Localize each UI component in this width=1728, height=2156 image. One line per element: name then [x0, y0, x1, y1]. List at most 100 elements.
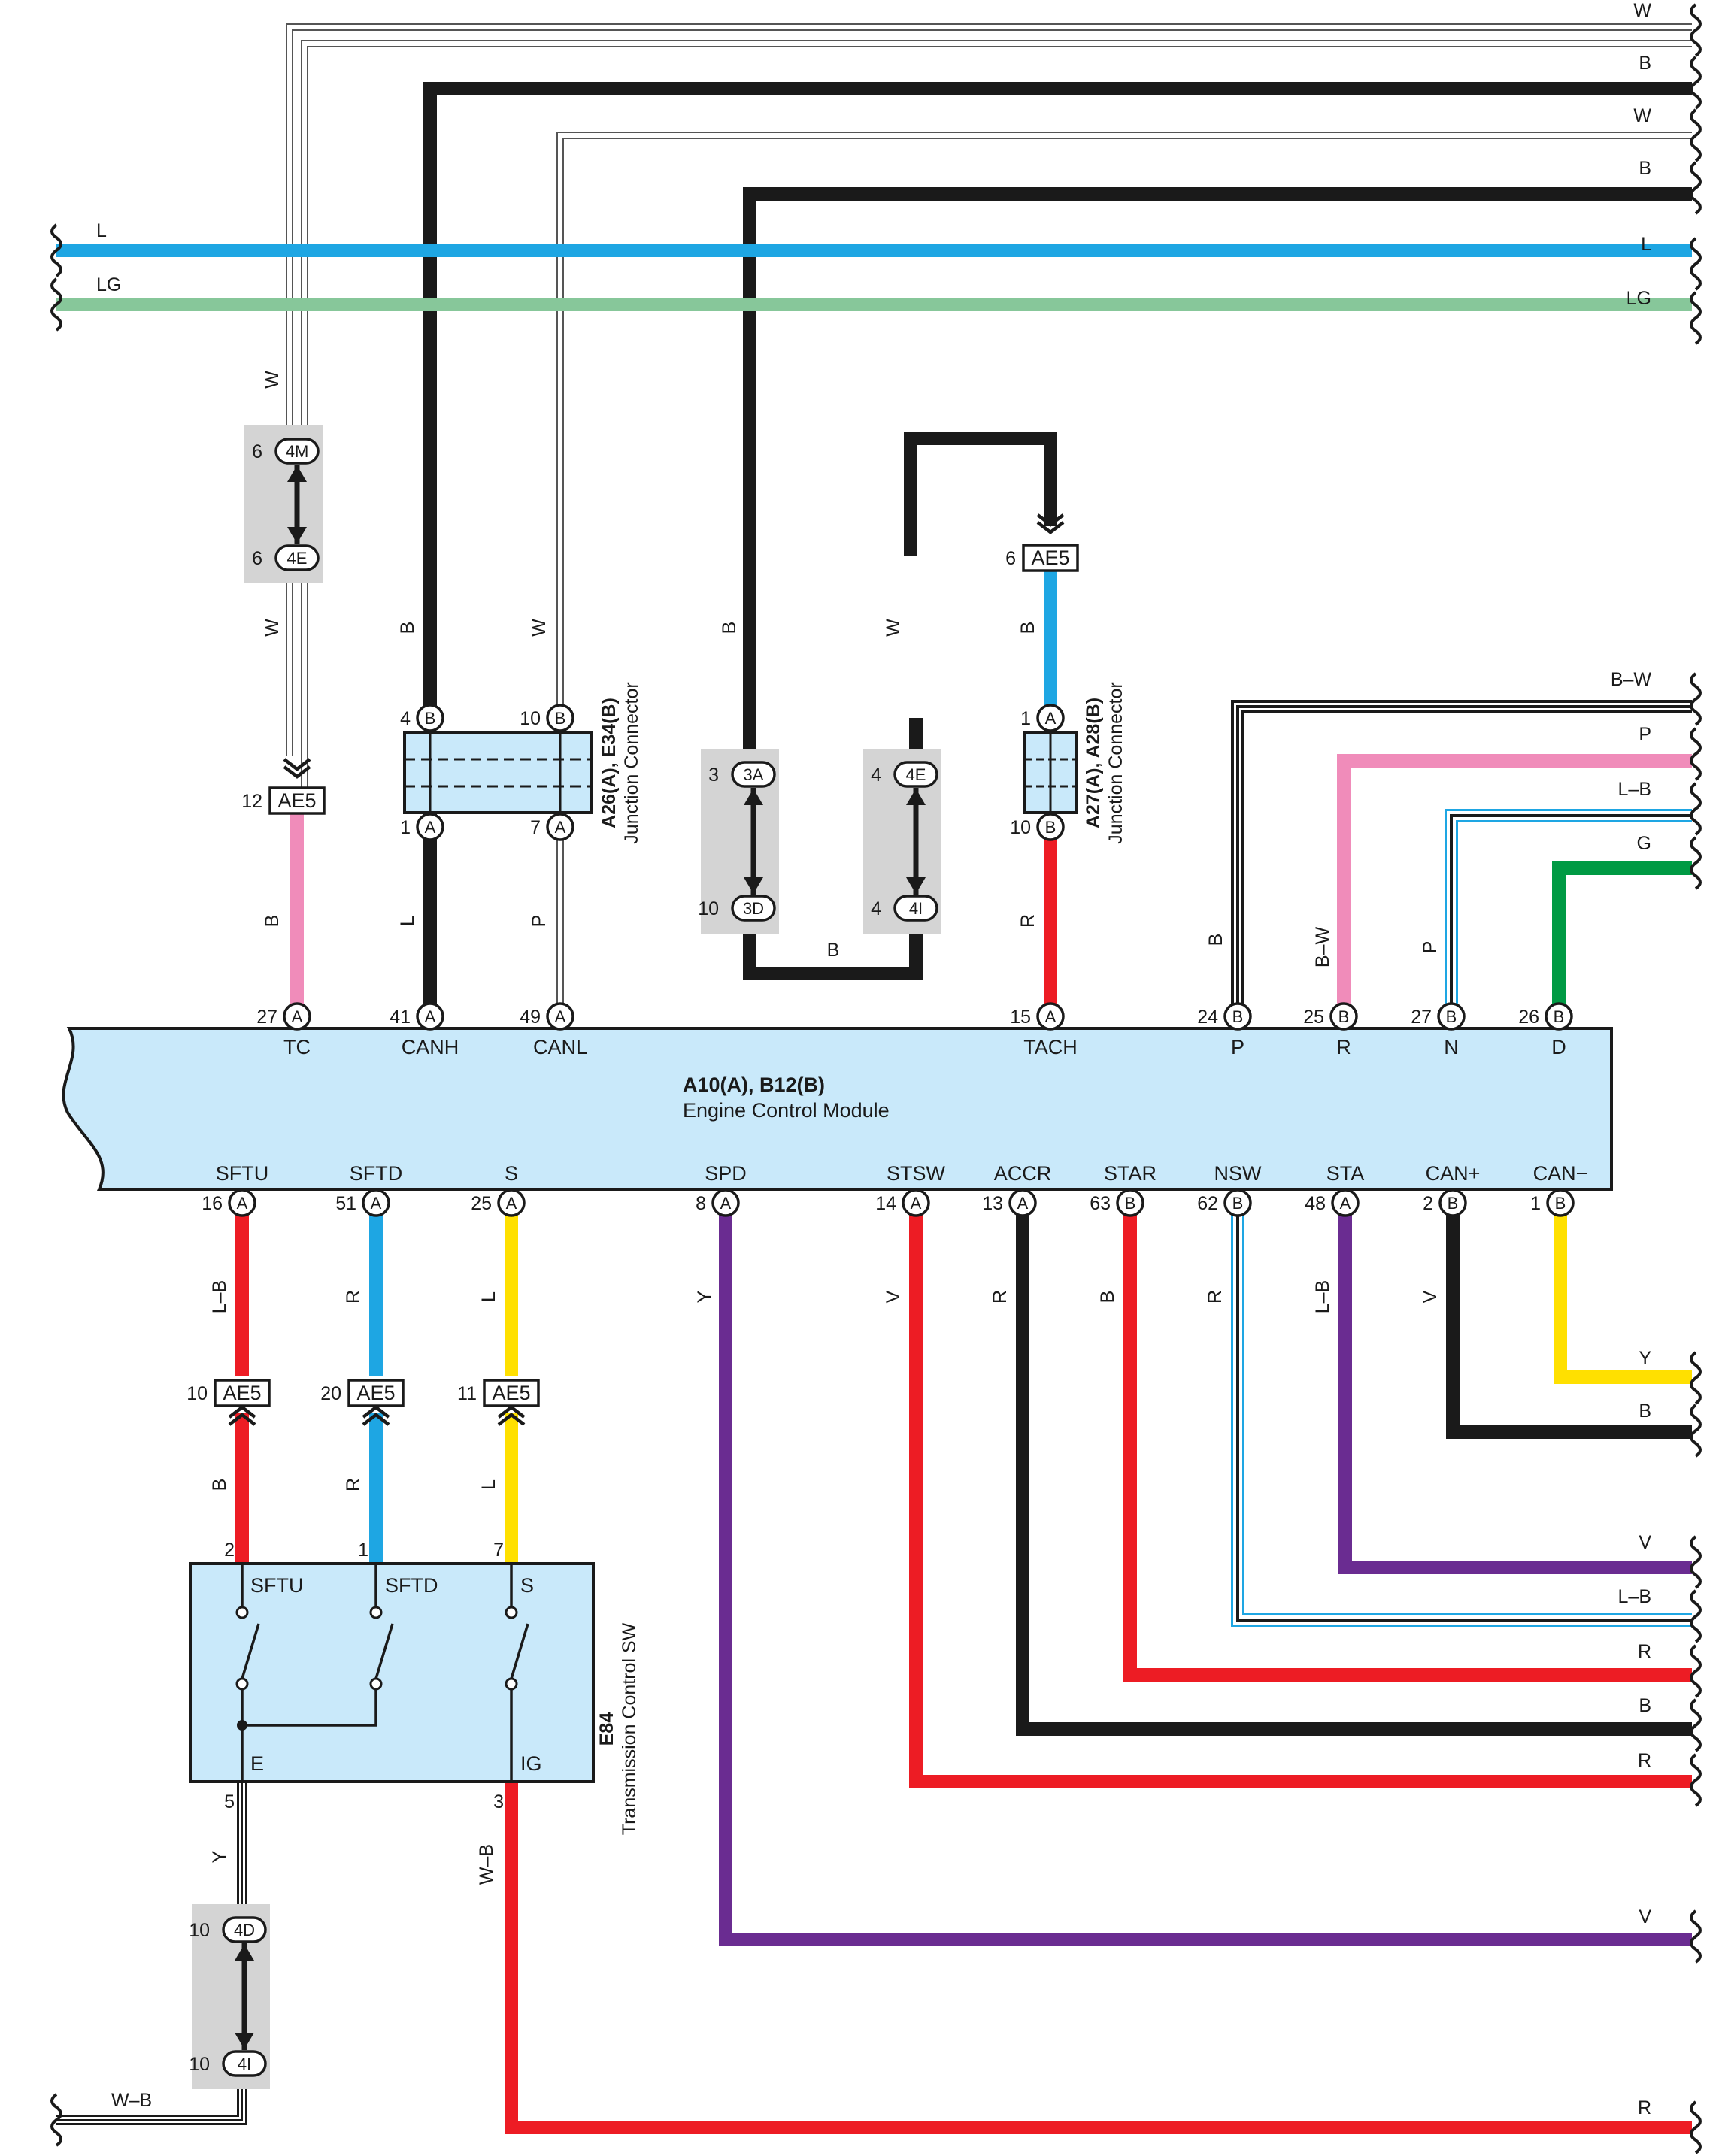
splice-4m-4e-top-terminal-label: 4M [286, 442, 309, 461]
ecm-bottom-pin-num-3: 8 [696, 1193, 706, 1214]
wire-stripe [1233, 1203, 1692, 1625]
ecm-bottom-pin-9-letter: B [1448, 1194, 1459, 1213]
wire-vlabel-13: P [1420, 941, 1441, 954]
ecm-top-pin-num-7: 26 [1518, 1007, 1539, 1028]
ecm-top-pin-name-2: CANL [533, 1036, 587, 1058]
left-break-2 [50, 2093, 62, 2147]
right-break-4 [1690, 237, 1702, 291]
right-wire-label-13: L–B [1618, 1586, 1651, 1607]
ecm-bottom-pin-2 [497, 1189, 526, 1217]
splice-4m-4e-arrow-top [287, 465, 307, 482]
sw-contact-bottom-0 [235, 1677, 249, 1691]
ecm-bottom-pin-8 [1331, 1189, 1360, 1217]
wire-vlabel-12: B–W [1312, 927, 1333, 968]
splice-4e-4i-bottom-pin: 4 [871, 898, 881, 919]
chevron-stroke [283, 765, 311, 779]
ecm-bottom-pin-name-5: ACCR [994, 1162, 1052, 1185]
wire-vlabel-6: B [1017, 622, 1038, 634]
jc2-pin-b10-letter: B [1045, 818, 1057, 837]
ecm-bottom-pin-num-9: 2 [1423, 1193, 1433, 1214]
ecm-bottom-pin-6-letter: B [1125, 1194, 1136, 1213]
left-wire-label-2: W–B [111, 2090, 152, 2111]
left-wire-label-0: L [96, 220, 107, 241]
right-break-13 [1690, 1589, 1702, 1643]
ecm-top-pin-num-5: 25 [1303, 1007, 1324, 1028]
wire-core [1236, 705, 1692, 1016]
ecm-bottom-pin-3 [711, 1189, 740, 1217]
wire-vlabel-5: W [883, 619, 904, 637]
wire-line [1552, 861, 1692, 1016]
splice-4e-4i-top-terminal-label: 4E [906, 765, 926, 784]
right-wire-label-15: B [1639, 1695, 1651, 1716]
jc1-pin-a1 [416, 813, 444, 841]
wire-v-spd [719, 1203, 1692, 1946]
right-wire-label-0: W [1633, 0, 1651, 21]
sw-term-sftu: SFTU [250, 1574, 304, 1597]
sw-contact-top-2 [505, 1606, 518, 1619]
ecm-bottom-pin-num-5: 13 [982, 1193, 1003, 1214]
ecm-bottom-pin-3-letter: A [720, 1194, 732, 1213]
wire-line [505, 1782, 1692, 2134]
ae5-sftu [214, 1379, 271, 1407]
right-wire-label-18: R [1638, 2097, 1651, 2118]
wire-vlabel-26: L [478, 1479, 499, 1490]
jc2-pin-a1 [1036, 704, 1065, 732]
wire-core [1236, 1203, 1692, 1622]
splice-4m-4e-top-pin: 6 [252, 441, 262, 462]
wire-vlabel-28: W–B [476, 1844, 497, 1885]
ecm-name: Engine Control Module [683, 1099, 890, 1122]
chevron-stroke [497, 1413, 526, 1426]
right-break-2 [1690, 108, 1702, 162]
jc1-pin-b4-letter: B [425, 709, 436, 728]
right-break-15 [1690, 1698, 1702, 1752]
ecm-bottom-pin-num-2: 25 [471, 1193, 492, 1214]
splice-4d-4i-top-terminal [222, 1916, 267, 1943]
right-wire-label-3: B [1639, 158, 1651, 179]
ecm-bottom-pin-num-0: 16 [202, 1193, 223, 1214]
wire-b-canp [1446, 1203, 1692, 1439]
ecm-top-pin-name-3: TACH [1023, 1036, 1078, 1058]
splice-4d-4i-bottom-terminal-label: 4I [238, 2055, 251, 2073]
sw-pin-sftu: 2 [224, 1540, 235, 1561]
wire-p-r [1337, 754, 1692, 1016]
ecm-bottom-pin-8-letter: A [1340, 1194, 1351, 1213]
ecm-top-pin-4 [1223, 1002, 1252, 1031]
ecm-top-pin-0-letter: A [292, 1007, 303, 1026]
ecm-top-pin-4-letter: B [1232, 1007, 1244, 1026]
wire-bw-p [1231, 700, 1692, 1016]
wire-outline [301, 40, 1692, 797]
jc1-pin-b4-num: 4 [400, 708, 411, 729]
ecm-bottom-pin-7 [1223, 1189, 1252, 1217]
right-wire-label-14: R [1638, 1641, 1651, 1662]
sw-pin-s: 7 [493, 1540, 504, 1561]
right-break-0 [1690, 3, 1702, 57]
splice-4e-4i-top-pin: 4 [871, 765, 881, 786]
jc1-pin-a7-letter: A [555, 818, 566, 837]
right-wire-label-17: V [1639, 1906, 1651, 1927]
wire-y-canm [1554, 1203, 1692, 1384]
ae5-s-pin: 11 [457, 1383, 477, 1404]
right-wire-label-12: V [1639, 1532, 1651, 1553]
splice-3a-3d-arrow-top [744, 789, 763, 805]
ecm-top-pin-3-letter: A [1045, 1007, 1057, 1026]
ecm-top-pin-num-1: 41 [390, 1007, 411, 1028]
ecm-top-pin-1-letter: A [425, 1007, 436, 1026]
ae5-sftu-chevron [228, 1405, 256, 1426]
splice-4e-4i-arrow-top [906, 789, 926, 805]
ecm-bottom-pin-num-6: 63 [1090, 1193, 1111, 1214]
ecm-top-pin-6 [1437, 1002, 1466, 1031]
wire-vlabel-11: B [1205, 934, 1226, 946]
splice-4d-4i-bottom-pin: 10 [189, 2054, 210, 2075]
ecm-bottom-pin-num-8: 48 [1305, 1193, 1326, 1214]
ecm-bottom-pin-1-letter: A [371, 1194, 382, 1213]
wire-vlabel-25: R [343, 1478, 364, 1491]
jc1-pin-a7-num: 7 [530, 817, 541, 838]
ae5-s-label: AE5 [492, 1382, 530, 1404]
ecm-bottom-pin-name-4: STSW [887, 1162, 946, 1185]
ae5-sftu-pin: 10 [186, 1383, 208, 1404]
chevron-stroke [362, 1405, 390, 1419]
sw-pin-ig: 3 [493, 1791, 504, 1812]
left-wire-label-1: LG [96, 274, 121, 295]
jc1-id: A26(A), E34(B) [599, 698, 620, 828]
splice-3a-3d-top-pin: 3 [708, 765, 719, 786]
